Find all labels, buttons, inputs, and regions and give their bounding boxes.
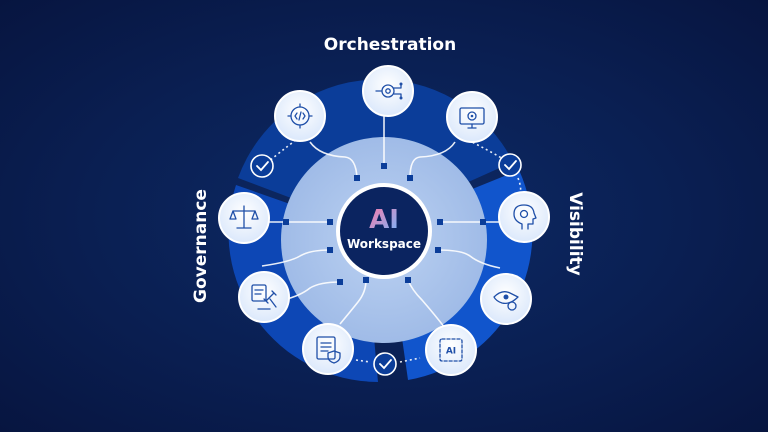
checkmark-icon [379,359,392,370]
code-gear-icon [287,103,313,129]
circuit-gear-node[interactable] [362,65,414,117]
scales-node[interactable] [218,192,270,244]
checkmark-icon [504,160,517,171]
eye-gear-node[interactable] [480,273,532,325]
monitor-gear-icon [459,107,485,129]
center-subtitle: Workspace [347,237,421,251]
gavel-icon [251,284,277,310]
monitor-gear-node[interactable] [446,91,498,143]
checkmark-badge-right [498,153,522,177]
center-hub: AI Workspace [336,183,432,279]
visibility-label: Visibility [565,192,585,276]
circuit-gear-icon [375,82,403,100]
scales-icon [229,205,259,229]
head-gear-icon [513,204,537,230]
head-gear-node[interactable] [498,191,550,243]
ai-chip-node[interactable]: AI [425,324,477,376]
orchestration-label: Orchestration [324,35,456,55]
checkmark-badge-left [250,154,274,178]
connector-dots [283,163,486,285]
governance-label: Governance [191,189,211,303]
checkmark-icon [256,161,269,172]
document-shield-icon [316,336,341,364]
ai-chip-icon: AI [439,338,463,362]
eye-gear-icon [493,291,519,311]
code-gear-node[interactable] [274,90,326,142]
center-title: AI [369,205,399,235]
gavel-node[interactable] [238,271,290,323]
ai-chip-badge: AI [446,347,456,357]
connector-lines [252,116,501,329]
document-shield-node[interactable] [302,323,354,375]
checkmark-badge-bottom [373,352,397,376]
